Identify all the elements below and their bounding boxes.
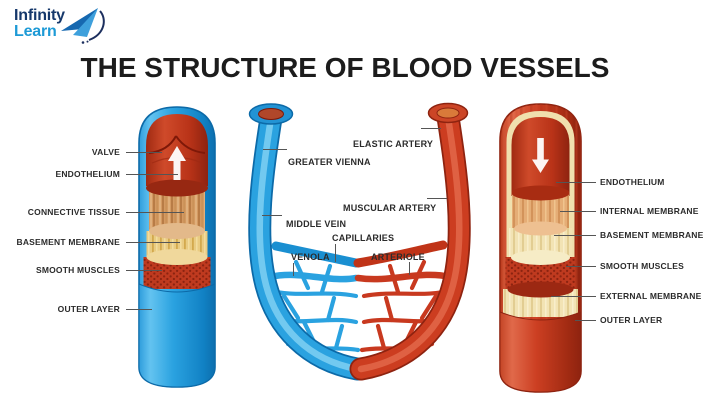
leader-line: [560, 211, 596, 212]
label-venola: VENOLA: [291, 252, 330, 262]
circulation-loop-illustration: [248, 102, 471, 381]
leader-line: [554, 235, 596, 236]
label-muscular-artery: MUSCULAR ARTERY: [343, 203, 437, 213]
label-middle-vein: MIDDLE VEIN: [286, 219, 347, 229]
leader-line: [263, 149, 287, 150]
leader-line: [126, 309, 152, 310]
label-vein-connective-tissue: CONNECTIVE TISSUE: [27, 207, 120, 217]
leader-line: [551, 296, 596, 297]
leader-line: [556, 182, 596, 183]
leader-line: [427, 198, 447, 199]
vein-illustration: [138, 106, 216, 388]
label-arteriole: ARTERIOLE: [371, 252, 425, 262]
label-greater-vienna: GREATER VIENNA: [288, 157, 371, 167]
leader-line: [126, 152, 162, 153]
label-vein-basement-membrane: BASEMENT MEMBRANE: [16, 237, 120, 247]
leader-line: [421, 128, 441, 129]
leader-line: [126, 270, 162, 271]
label-artery-outer-layer: OUTER LAYER: [600, 315, 663, 325]
leader-line: [335, 244, 337, 262]
label-artery-external-membrane: EXTERNAL MEMBRANE: [600, 291, 702, 301]
label-vein-smooth-muscles: SMOOTH MUSCLES: [35, 265, 120, 275]
leader-line: [575, 320, 596, 321]
label-elastic-artery: ELASTIC ARTERY: [353, 139, 434, 149]
label-vein-outer-layer: OUTER LAYER: [57, 304, 120, 314]
brand-logo: Infinity Learn: [14, 7, 124, 53]
label-vein-endothelium: ENDOTHELIUM: [55, 169, 120, 179]
leader-line: [409, 262, 411, 275]
label-artery-basement-membrane: BASEMENT MEMBRANE: [600, 230, 704, 240]
page-title: THE STRUCTURE OF BLOOD VESSELS: [80, 52, 610, 83]
leader-line: [126, 242, 180, 243]
artery-illustration: [499, 103, 582, 393]
label-artery-internal-membrane: INTERNAL MEMBRANE: [600, 206, 699, 216]
leader-line: [566, 266, 596, 267]
leader-line: [126, 212, 184, 213]
leader-line: [293, 263, 295, 276]
brand-name-line2: Learn: [14, 23, 57, 40]
leader-line: [262, 215, 282, 216]
label-vein-valve: VALVE: [91, 147, 120, 157]
label-artery-smooth-muscles: SMOOTH MUSCLES: [600, 261, 685, 271]
brand-name-line1: Infinity: [14, 7, 65, 24]
leader-line: [126, 174, 178, 175]
paper-plane-arrow-icon: [61, 8, 105, 44]
label-capillaries: CAPILLARIES: [332, 233, 395, 243]
label-artery-endothelium: ENDOTHELIUM: [600, 177, 665, 187]
